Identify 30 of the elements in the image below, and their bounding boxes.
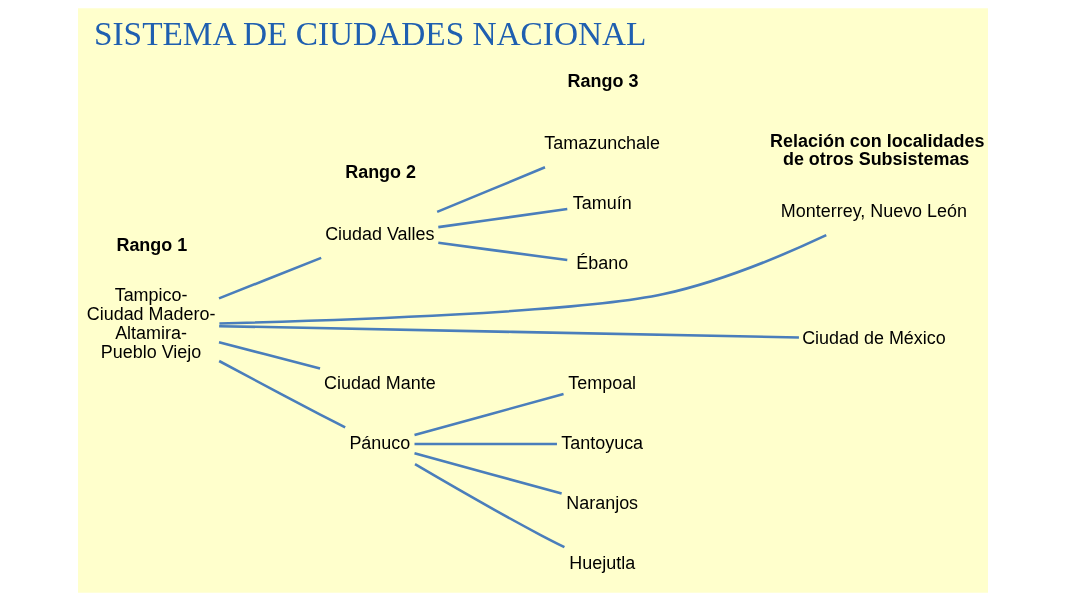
node-text: Ciudad Mante	[323, 372, 436, 393]
diagram-title: SISTEMA DE CIUDADES NACIONAL	[93, 15, 646, 53]
node-text: Monterrey, Nuevo León	[780, 200, 967, 221]
node-text: Tempoal	[567, 372, 636, 393]
label: Rango 2	[344, 162, 416, 183]
label: Rango 3	[567, 71, 638, 92]
node-text: Ébano	[575, 253, 628, 274]
connector	[437, 241, 567, 262]
label: Relación con localidades de otros Subsistemas	[769, 130, 984, 169]
node-text: Tampico-Ciudad Madero-Altamira-Pueblo Viejo	[86, 284, 215, 363]
node-text: Tamuín	[572, 193, 632, 214]
node-text: Huejutla	[568, 553, 635, 574]
connector	[413, 463, 565, 549]
node-text: Pánuco	[348, 432, 410, 453]
connector	[437, 207, 567, 229]
connector	[218, 256, 322, 300]
node-text: Naranjos	[565, 493, 638, 514]
connector	[218, 341, 320, 370]
connector	[218, 234, 827, 325]
node-text: Ciudad Valles	[324, 223, 435, 244]
connector	[414, 442, 557, 446]
node-text: Ciudad de México	[801, 327, 946, 348]
node-text: Tantoyuca	[560, 432, 643, 453]
connector	[218, 359, 346, 429]
connector	[413, 392, 564, 437]
connector	[436, 166, 545, 214]
connector	[218, 324, 799, 339]
node-text: Tamazunchale	[543, 132, 660, 153]
label: Rango 1	[115, 235, 187, 256]
connector	[413, 451, 562, 495]
